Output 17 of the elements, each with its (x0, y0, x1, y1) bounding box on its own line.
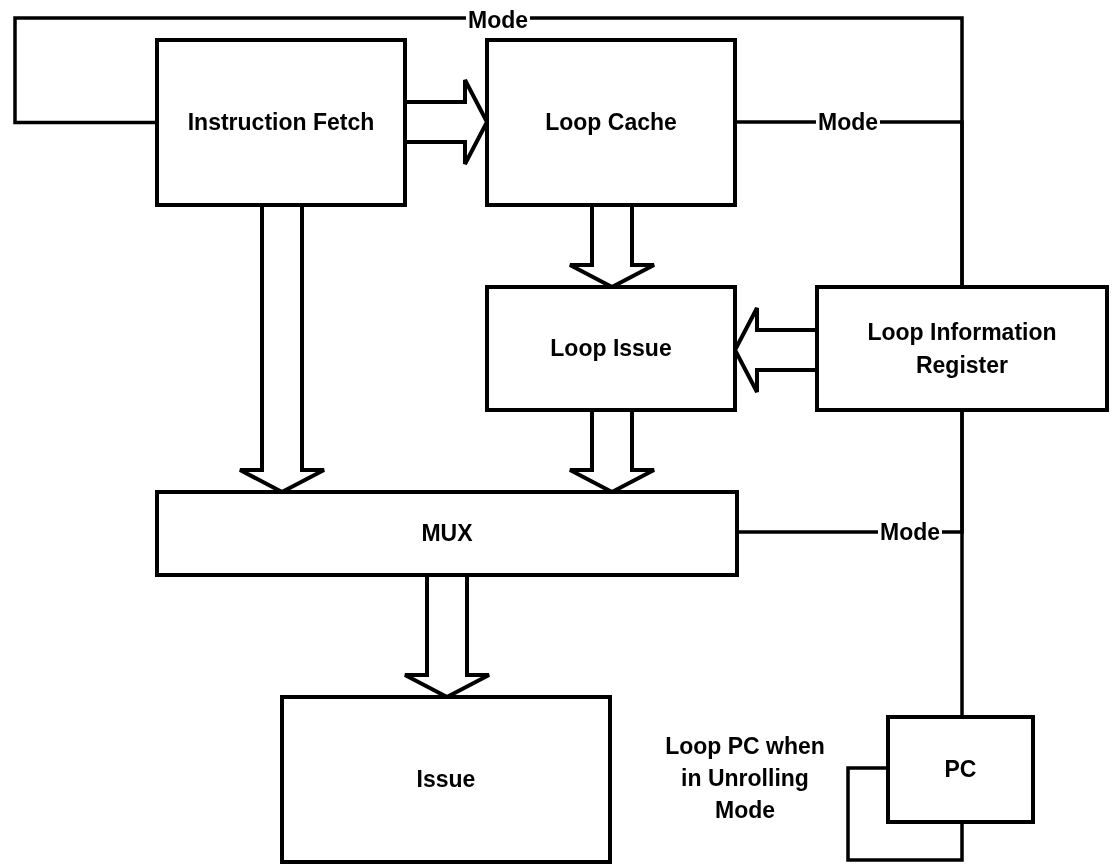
block-box (815, 285, 1109, 412)
block-label: Instruction Fetch (186, 108, 376, 138)
connector-line (846, 766, 964, 862)
connector-line (960, 410, 964, 717)
block-box (886, 715, 1035, 824)
block-box (155, 38, 407, 207)
block-label: MUX (420, 519, 474, 549)
block-box (485, 38, 737, 207)
block-label: Loop Information Register (866, 318, 1058, 380)
block-box (280, 695, 612, 864)
block-box (485, 285, 737, 412)
note-text: Loop PC when in Unrolling Mode (665, 731, 825, 826)
block-label: Loop Cache (544, 108, 678, 138)
block-box (155, 490, 739, 577)
block-label: Issue (415, 765, 477, 795)
block-label: Loop Issue (549, 334, 673, 364)
block-label: PC (943, 755, 978, 785)
